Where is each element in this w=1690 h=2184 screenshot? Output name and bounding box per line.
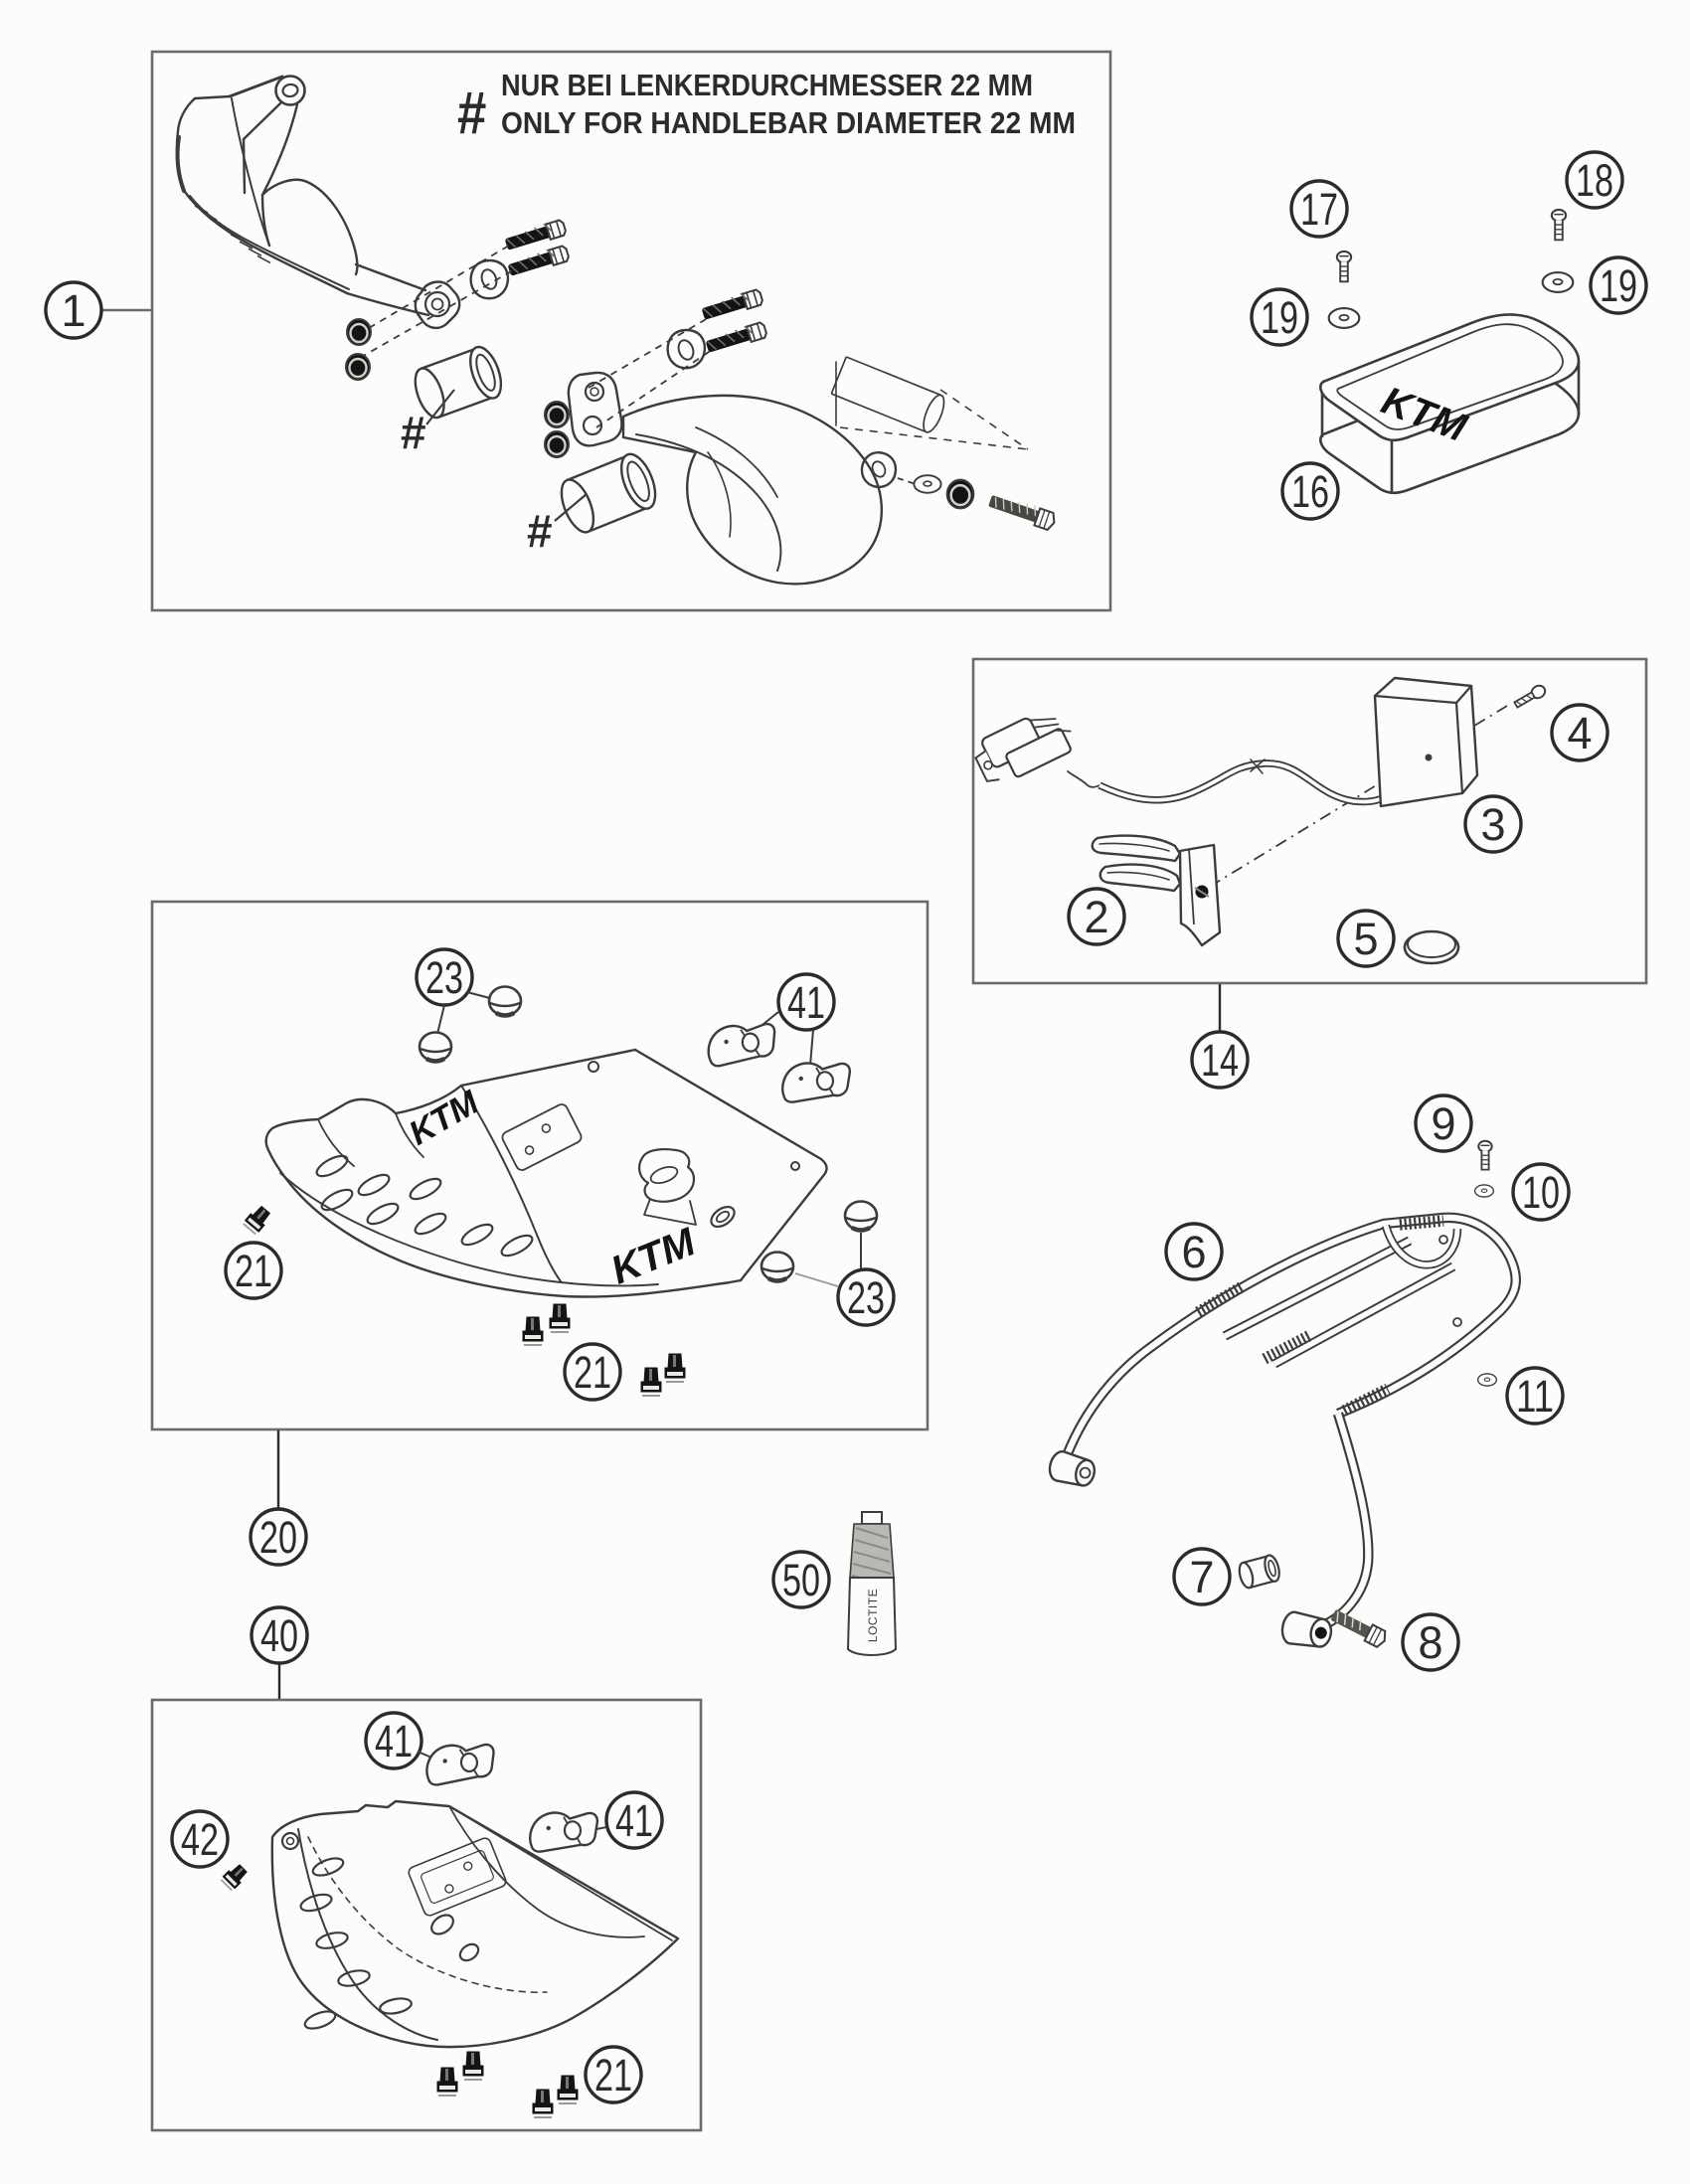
svg-text:#: # [527,505,553,557]
svg-text:4: 4 [1567,708,1592,758]
svg-text:ONLY FOR HANDLEBAR DIAMETER 22: ONLY FOR HANDLEBAR DIAMETER 22 MM [501,105,1076,140]
svg-text:41: 41 [787,977,825,1028]
svg-text:8: 8 [1418,1617,1442,1668]
svg-text:6: 6 [1181,1227,1206,1277]
svg-text:9: 9 [1431,1098,1455,1149]
svg-text:19: 19 [1600,260,1637,311]
svg-text:5: 5 [1353,914,1378,964]
svg-text:#: # [401,407,426,458]
svg-text:11: 11 [1516,1371,1554,1422]
svg-text:KTM: KTM [403,1084,485,1153]
svg-text:19: 19 [1261,292,1298,343]
svg-text:18: 18 [1576,155,1613,206]
svg-text:14: 14 [1201,1035,1239,1086]
svg-text:50: 50 [782,1555,820,1605]
svg-text:23: 23 [425,952,463,1003]
svg-text:1: 1 [61,285,85,336]
svg-text:21: 21 [594,2050,632,2100]
svg-text:41: 41 [375,1716,413,1766]
svg-text:NUR BEI LENKERDURCHMESSER 22 M: NUR BEI LENKERDURCHMESSER 22 MM [501,68,1033,102]
svg-text:21: 21 [235,1246,272,1296]
svg-text:41: 41 [615,1795,653,1846]
svg-text:42: 42 [181,1814,219,1865]
svg-text:LOCTITE: LOCTITE [866,1589,880,1642]
svg-text:3: 3 [1480,799,1505,850]
svg-text:40: 40 [260,1610,298,1661]
svg-text:#: # [457,80,486,146]
svg-text:KTM: KTM [605,1220,703,1293]
svg-text:16: 16 [1291,466,1329,517]
svg-text:21: 21 [574,1347,611,1398]
svg-text:20: 20 [259,1512,297,1563]
svg-text:23: 23 [847,1272,885,1323]
svg-text:7: 7 [1189,1552,1214,1602]
svg-text:17: 17 [1300,184,1338,235]
svg-text:10: 10 [1522,1167,1560,1218]
svg-text:2: 2 [1084,892,1108,942]
